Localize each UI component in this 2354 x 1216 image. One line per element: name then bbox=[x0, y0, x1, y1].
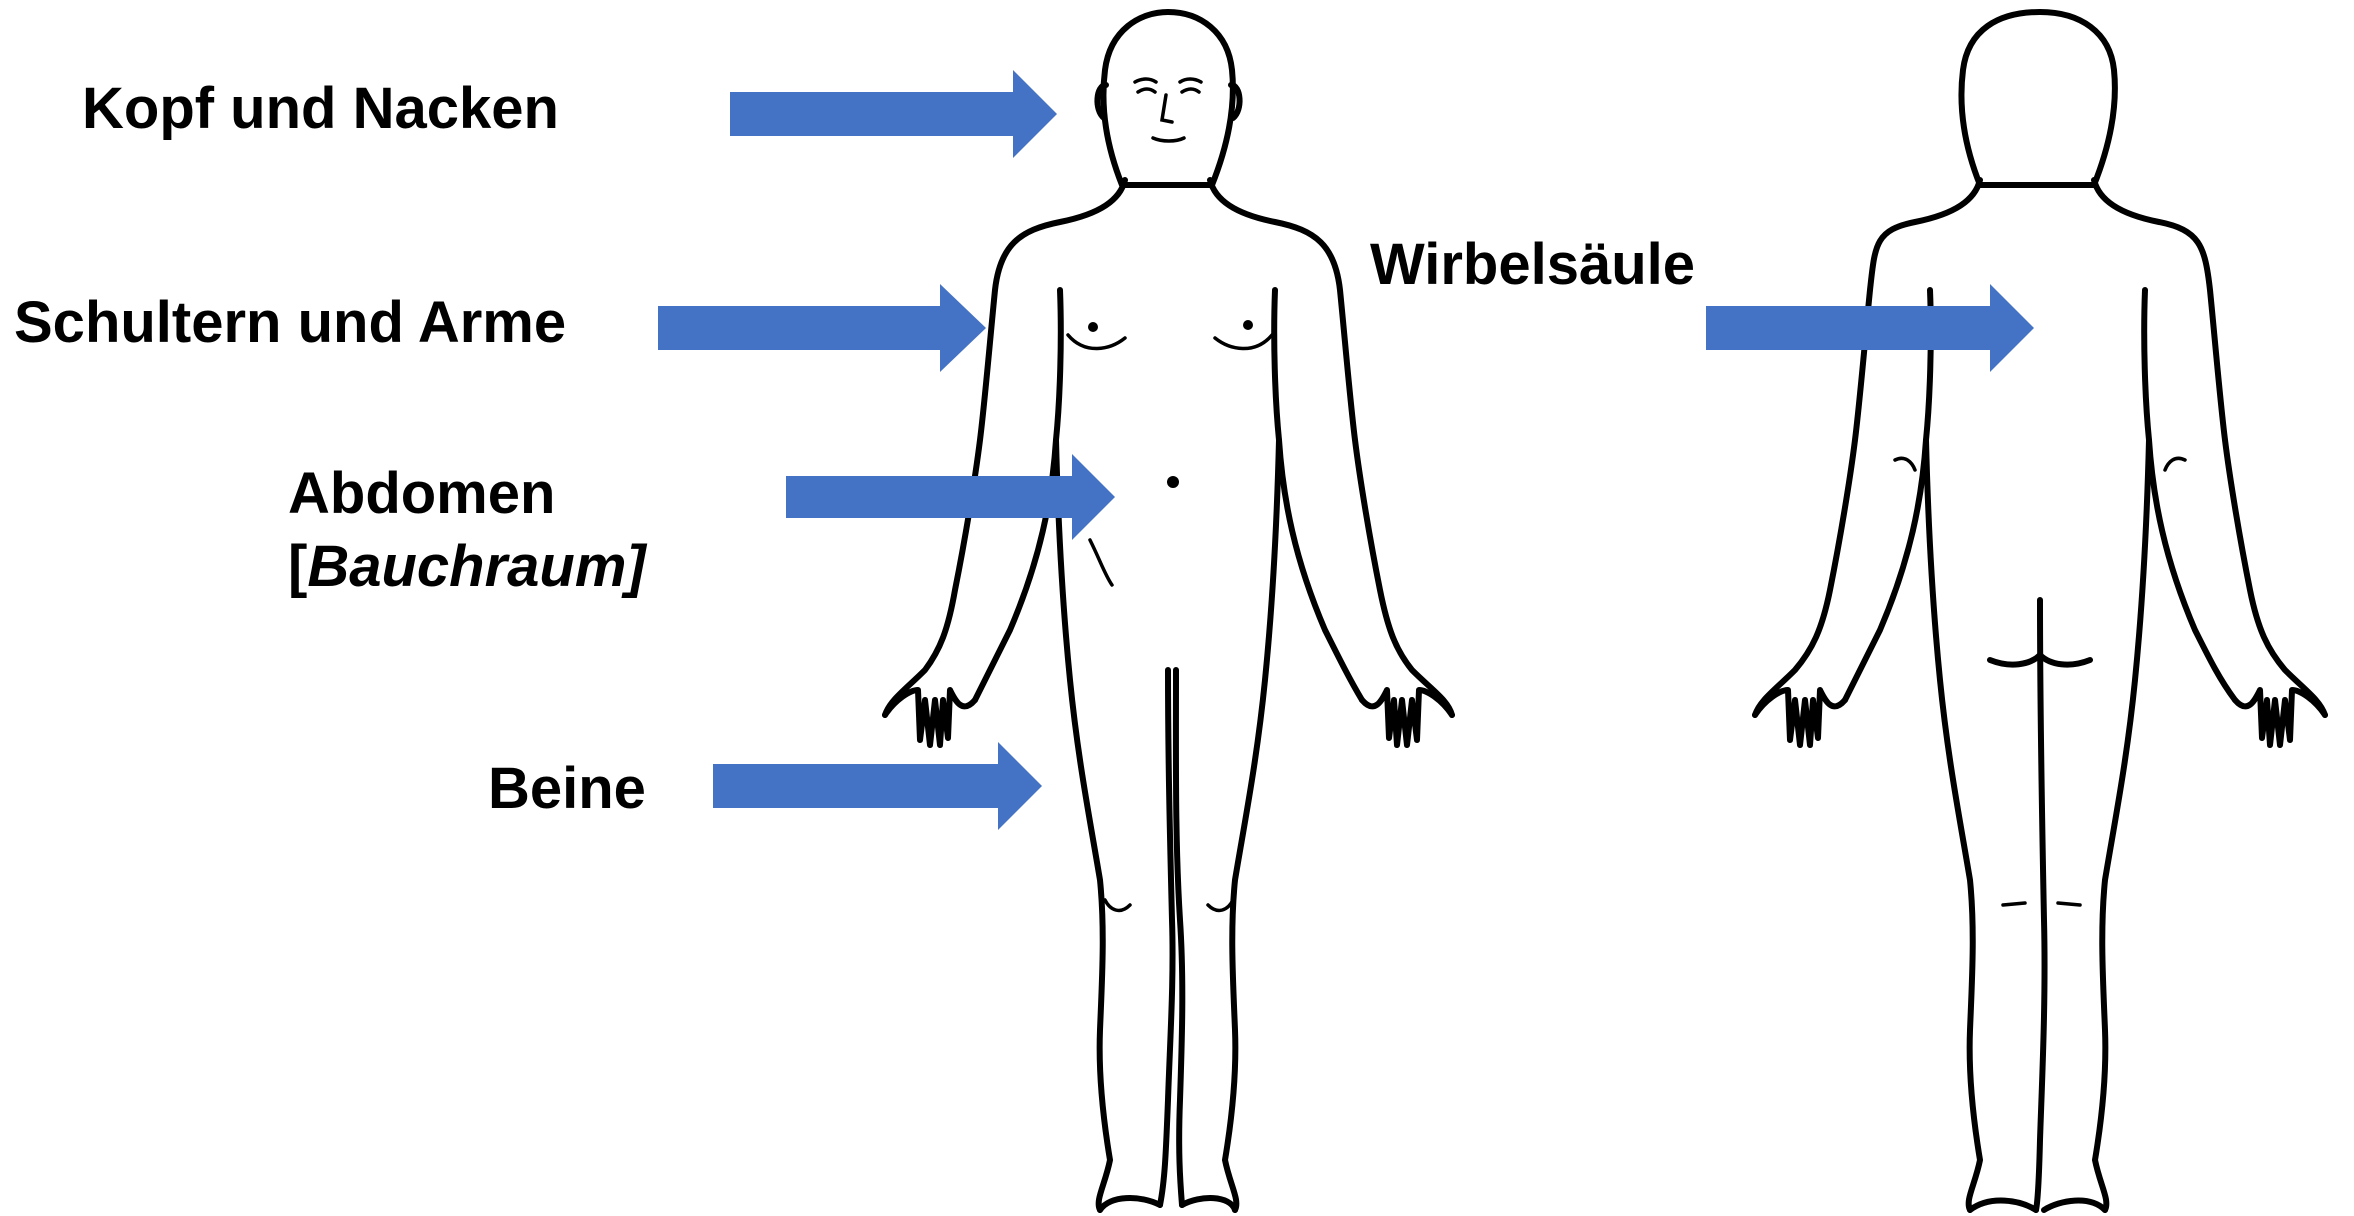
front-hip-left bbox=[1090, 540, 1112, 585]
front-hand-right bbox=[1362, 690, 1452, 745]
back-hand-right bbox=[2235, 690, 2325, 745]
front-chest-left bbox=[1068, 335, 1125, 349]
arrow-shoulders-arms bbox=[658, 284, 986, 372]
back-elbow-right bbox=[2165, 458, 2185, 470]
back-elbow-left bbox=[1895, 458, 1915, 470]
back-torso-outline-left bbox=[1755, 180, 1980, 715]
back-body-figure bbox=[1755, 12, 2325, 1210]
front-eye-left bbox=[1138, 89, 1155, 92]
arrow-legs bbox=[713, 742, 1042, 830]
front-leg-outer-right bbox=[1225, 440, 1279, 1210]
back-leg-inner bbox=[2036, 600, 2045, 1210]
front-leg-inner-right bbox=[1176, 670, 1182, 1205]
back-inner-arm-right bbox=[2144, 290, 2235, 700]
back-leg-outer-left bbox=[1926, 440, 1980, 1210]
front-hand-left bbox=[885, 690, 975, 745]
front-nose bbox=[1162, 95, 1172, 122]
front-nipple-right bbox=[1243, 320, 1253, 330]
arrow-abdomen bbox=[786, 454, 1115, 540]
front-eyebrow-right bbox=[1180, 79, 1201, 82]
back-torso-outline-right bbox=[2094, 180, 2325, 715]
front-eyebrow-left bbox=[1135, 79, 1156, 82]
front-leg-inner-left bbox=[1160, 670, 1173, 1205]
back-knee-right bbox=[2058, 903, 2080, 905]
back-knee-left bbox=[2003, 903, 2025, 905]
front-torso-outline-right bbox=[1210, 180, 1452, 715]
arrow-head-neck bbox=[730, 70, 1057, 158]
front-head-outline bbox=[1104, 12, 1233, 185]
front-nipple-left bbox=[1088, 322, 1098, 332]
front-knee-left bbox=[1105, 900, 1130, 910]
front-mouth bbox=[1153, 138, 1184, 141]
front-leg-outer-left bbox=[1056, 440, 1110, 1210]
back-inner-arm-left bbox=[1845, 290, 1931, 700]
front-eye-right bbox=[1182, 89, 1199, 92]
back-hand-left bbox=[1755, 690, 1845, 745]
back-leg-outer-right bbox=[2095, 440, 2149, 1210]
arrows bbox=[658, 70, 2034, 830]
back-head-outline bbox=[1962, 12, 2115, 185]
front-chest-right bbox=[1215, 335, 1272, 349]
front-feet bbox=[1100, 1198, 1235, 1210]
front-navel bbox=[1167, 476, 1179, 488]
front-body-figure bbox=[885, 12, 1452, 1210]
front-knee-right bbox=[1208, 900, 1233, 910]
